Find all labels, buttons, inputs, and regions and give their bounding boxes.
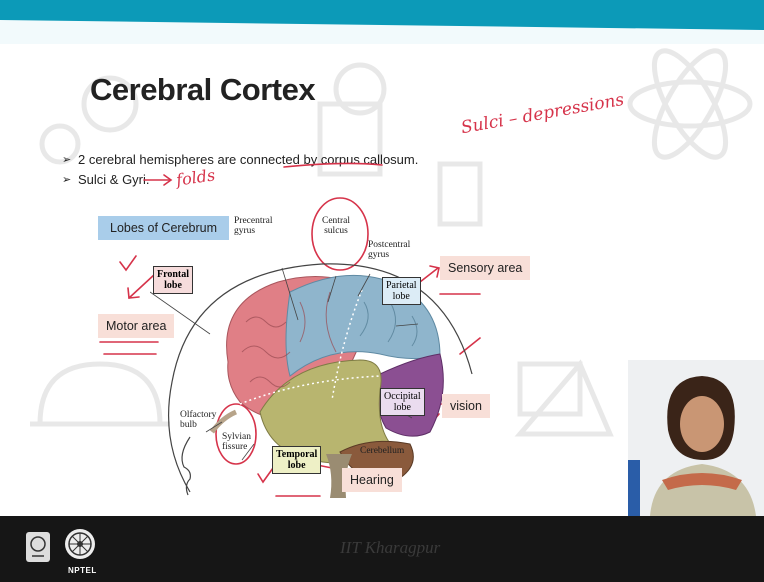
sylvian-fissure-label: Sylvian fissure — [222, 432, 251, 452]
central-sulcus-label: Central sulcus — [322, 216, 350, 236]
parietal-lobe-box: Parietal lobe — [382, 277, 421, 305]
footer-institute-text: IIT Kharagpur — [340, 538, 440, 558]
postcentral-gyrus-label: Postcentral gyrus — [368, 240, 410, 260]
header-stripe-graphic — [0, 0, 764, 44]
cerebellum-label: Cerebellum — [360, 446, 404, 456]
precentral-gyrus-label: Precentral gyrus — [234, 216, 273, 236]
olfactory-bulb-label: Olfactory bulb — [180, 410, 216, 430]
nptel-brand: NPTEL — [68, 566, 97, 575]
frontal-lobe-box: Frontal lobe — [153, 266, 193, 294]
top-header-bar — [0, 0, 764, 44]
hearing-callout: Hearing — [342, 468, 402, 492]
motor-area-callout: Motor area — [98, 314, 174, 338]
nptel-logo-icon — [62, 526, 98, 566]
presenter-video — [628, 360, 764, 516]
vision-callout: vision — [442, 394, 490, 418]
occipital-lobe-box: Occipital lobe — [380, 388, 425, 416]
iit-logo-icon — [24, 526, 52, 566]
temporal-lobe-box: Temporal lobe — [272, 446, 321, 474]
sensory-area-callout: Sensory area — [440, 256, 530, 280]
